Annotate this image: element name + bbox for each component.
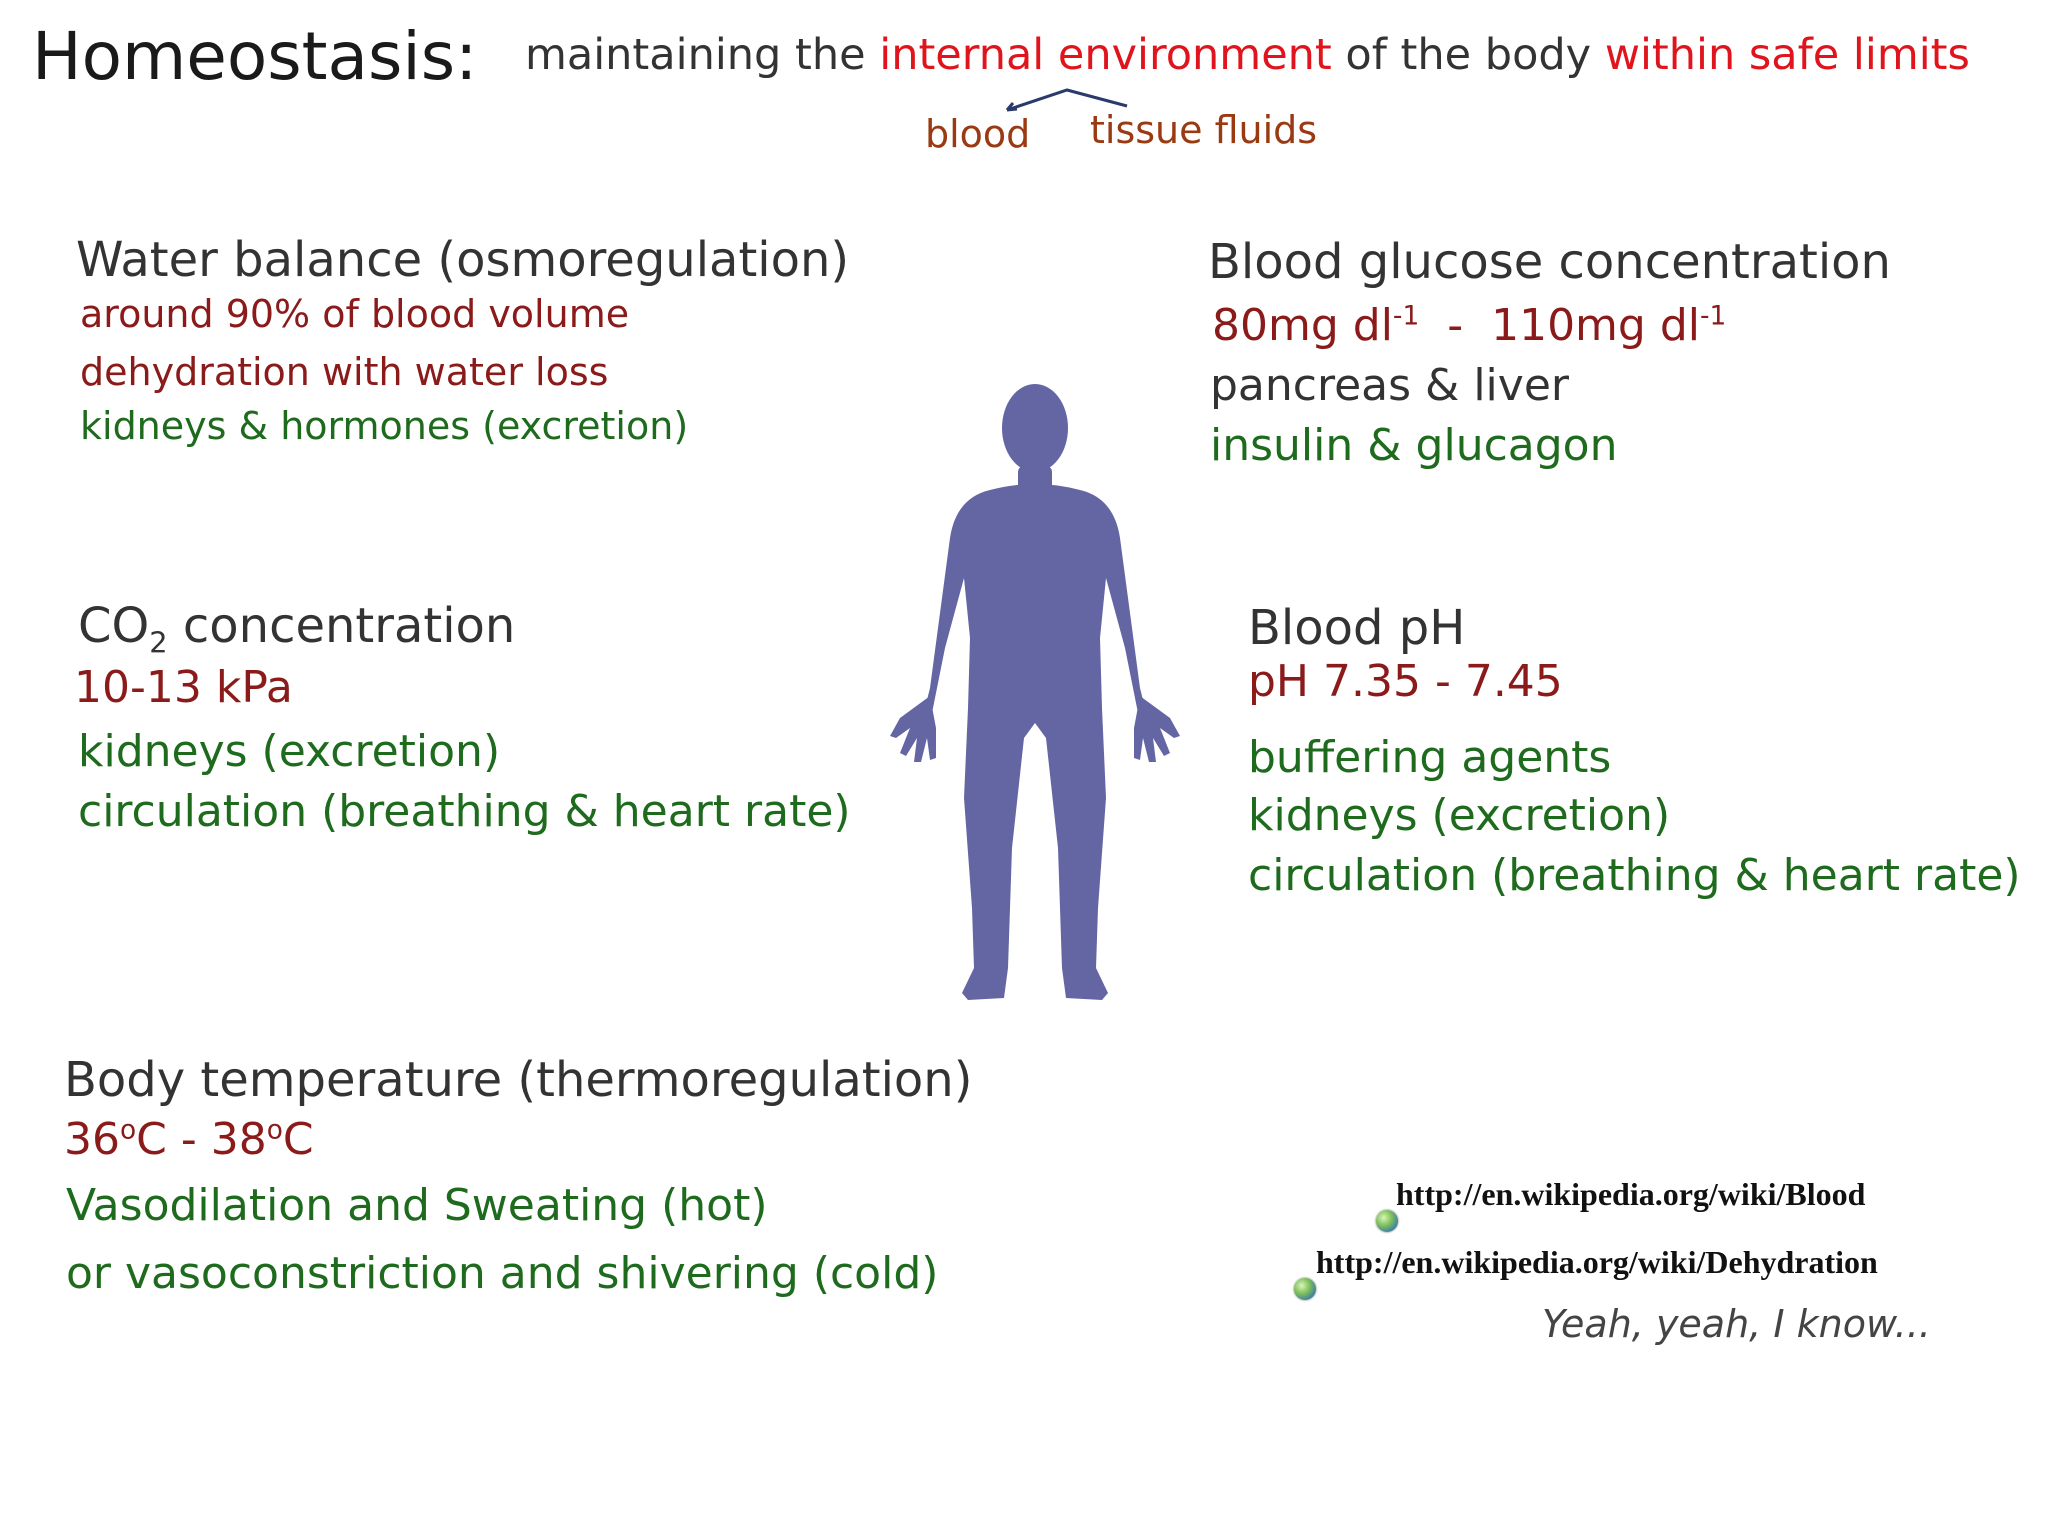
page-title: Homeostasis: bbox=[32, 18, 478, 95]
brace-icon bbox=[1005, 88, 1128, 112]
temp-heading: Body temperature (thermoregulation) bbox=[64, 1052, 973, 1108]
glucose-unit-sup-2: -1 bbox=[1700, 300, 1727, 332]
temp-unit: C bbox=[282, 1114, 314, 1165]
subtitle-safe-limits: within safe limits bbox=[1604, 30, 1970, 80]
quip-text: Yeah, yeah, I know... bbox=[1542, 1302, 1931, 1346]
subtitle-internal-environment: internal environment bbox=[879, 30, 1332, 80]
globe-icon bbox=[1294, 1278, 1316, 1300]
glucose-range-high: 110mg dl bbox=[1491, 300, 1700, 351]
co2-heading-subscript: 2 bbox=[149, 625, 168, 660]
glucose-range-sep: - bbox=[1419, 300, 1492, 351]
ph-line-3: kidneys (excretion) bbox=[1248, 790, 1671, 841]
subtitle-part-1: maintaining the bbox=[525, 30, 880, 80]
glucose-line-3: insulin & glucagon bbox=[1210, 420, 1618, 471]
temp-low: 36 bbox=[64, 1114, 120, 1165]
glucose-range-low: 80mg dl bbox=[1212, 300, 1393, 351]
co2-line-1: 10-13 kPa bbox=[74, 662, 293, 713]
globe-icon bbox=[1376, 1210, 1398, 1232]
glucose-heading: Blood glucose concentration bbox=[1208, 234, 1891, 290]
glucose-unit-sup-1: -1 bbox=[1392, 300, 1420, 332]
ph-line-4: circulation (breathing & heart rate) bbox=[1248, 850, 2021, 901]
water-line-1: around 90% of blood volume bbox=[80, 292, 630, 336]
temp-mid: C - 38 bbox=[136, 1114, 267, 1165]
temp-degree-2: o bbox=[266, 1114, 283, 1146]
co2-heading-b: concentration bbox=[167, 598, 516, 654]
co2-heading: CO2 concentration bbox=[78, 598, 515, 660]
water-line-3: kidneys & hormones (excretion) bbox=[80, 404, 689, 448]
ph-heading: Blood pH bbox=[1248, 600, 1466, 656]
glucose-line-2: pancreas & liver bbox=[1210, 360, 1569, 411]
water-heading: Water balance (osmoregulation) bbox=[76, 232, 850, 288]
link-dehydration[interactable]: http://en.wikipedia.org/wiki/Dehydration bbox=[1316, 1244, 1878, 1280]
ph-line-2: buffering agents bbox=[1248, 732, 1612, 783]
link-blood[interactable]: http://en.wikipedia.org/wiki/Blood bbox=[1396, 1176, 1866, 1212]
page-subtitle: maintaining the internal environment of … bbox=[525, 30, 1970, 80]
glucose-range: 80mg dl-1 - 110mg dl-1 bbox=[1212, 300, 1726, 351]
temp-line-2: Vasodilation and Sweating (hot) bbox=[66, 1180, 768, 1231]
temp-degree-1: o bbox=[120, 1114, 137, 1146]
co2-line-3: circulation (breathing & heart rate) bbox=[78, 786, 851, 837]
temp-line-3: or vasoconstriction and shivering (cold) bbox=[66, 1248, 939, 1299]
human-silhouette-icon bbox=[890, 384, 1180, 1000]
subtitle-part-3: of the body bbox=[1331, 30, 1605, 80]
co2-line-2: kidneys (excretion) bbox=[78, 726, 501, 777]
label-tissue-fluids: tissue fluids bbox=[1090, 108, 1318, 152]
temp-range: 36oC - 38oC bbox=[64, 1114, 314, 1165]
ph-line-1: pH 7.35 - 7.45 bbox=[1248, 656, 1563, 707]
label-blood: blood bbox=[925, 112, 1031, 156]
co2-heading-a: CO bbox=[78, 598, 150, 654]
water-line-2: dehydration with water loss bbox=[80, 350, 609, 394]
